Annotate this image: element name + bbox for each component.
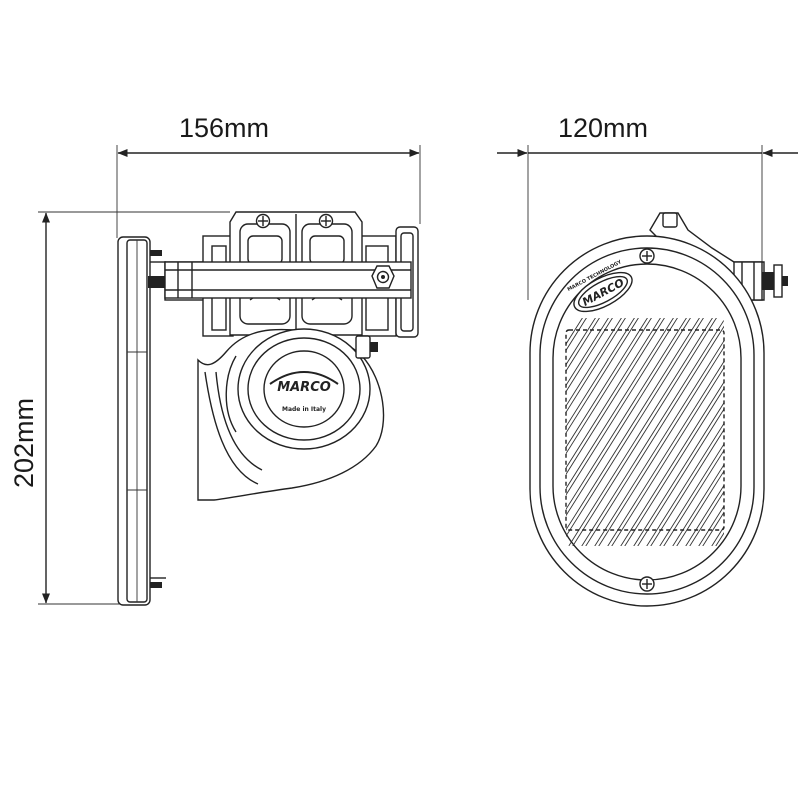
grille-slat	[566, 318, 644, 546]
grille-slat	[566, 318, 627, 546]
horn-front-view: MARCO MARCO TECHNOLOGY	[529, 212, 800, 607]
grille-slat	[768, 290, 800, 560]
grille-slat	[624, 318, 724, 546]
dimension-height: 202mm	[9, 211, 230, 605]
brand-logo-side: MARCO	[277, 380, 331, 395]
label-side-width: 156mm	[179, 113, 269, 143]
grille-slat	[566, 318, 692, 546]
dimension-side-width: 156mm	[116, 113, 421, 238]
grille-slat	[772, 290, 800, 560]
grille-slat	[585, 318, 724, 546]
grille-slat	[576, 318, 724, 546]
grille-slat	[566, 318, 601, 546]
grille-slat	[615, 318, 724, 546]
grille-slat	[794, 290, 800, 560]
made-in-label: Made in Italy	[282, 406, 326, 413]
grille-slat	[566, 318, 631, 546]
terminal	[355, 335, 371, 359]
grille-slat	[663, 318, 724, 546]
grille-slat	[785, 290, 800, 560]
grille-slat	[759, 290, 800, 560]
grille-slat	[693, 318, 724, 546]
grille-slat	[572, 318, 724, 546]
grille-slat	[589, 318, 724, 546]
grille-slat	[566, 318, 718, 546]
grille-slat	[781, 290, 800, 560]
grille-slat	[566, 318, 696, 546]
grille-slat	[689, 318, 724, 546]
grille-slat	[676, 318, 724, 546]
grille-slat	[566, 318, 657, 546]
grille-slat	[566, 318, 709, 546]
dimension-front-width: 120mm	[497, 113, 798, 300]
label-height: 202mm	[9, 398, 39, 488]
grille-slat	[566, 318, 618, 546]
grille-slat	[566, 318, 605, 546]
grille-slat	[680, 318, 724, 546]
grille-slat	[566, 318, 683, 546]
grille-slat	[566, 318, 679, 546]
mounting-plate	[117, 236, 151, 606]
grille-slat	[566, 318, 670, 546]
grille-slat	[611, 318, 724, 546]
grille-slat	[637, 318, 724, 546]
grille-slat	[598, 318, 724, 546]
grille-slat	[566, 318, 724, 546]
grille-slat	[667, 318, 724, 546]
grille-slat	[566, 318, 722, 546]
grille-slat	[566, 318, 666, 546]
horn-side-view: MARCO Made in Italy	[117, 211, 419, 606]
label-front-width: 120mm	[558, 113, 648, 143]
grille-slat	[566, 318, 614, 546]
grille-slat	[566, 318, 705, 546]
grille-slats	[566, 290, 800, 560]
diaphragm-cap	[237, 328, 371, 450]
grille-slat	[650, 318, 724, 546]
grille-slat	[628, 318, 724, 546]
grille-slat	[566, 318, 724, 546]
grille-slat	[641, 318, 724, 546]
grille-slat	[602, 318, 724, 546]
grille-slat	[566, 318, 653, 546]
grille-slat	[566, 318, 640, 546]
grille-slat	[654, 318, 724, 546]
